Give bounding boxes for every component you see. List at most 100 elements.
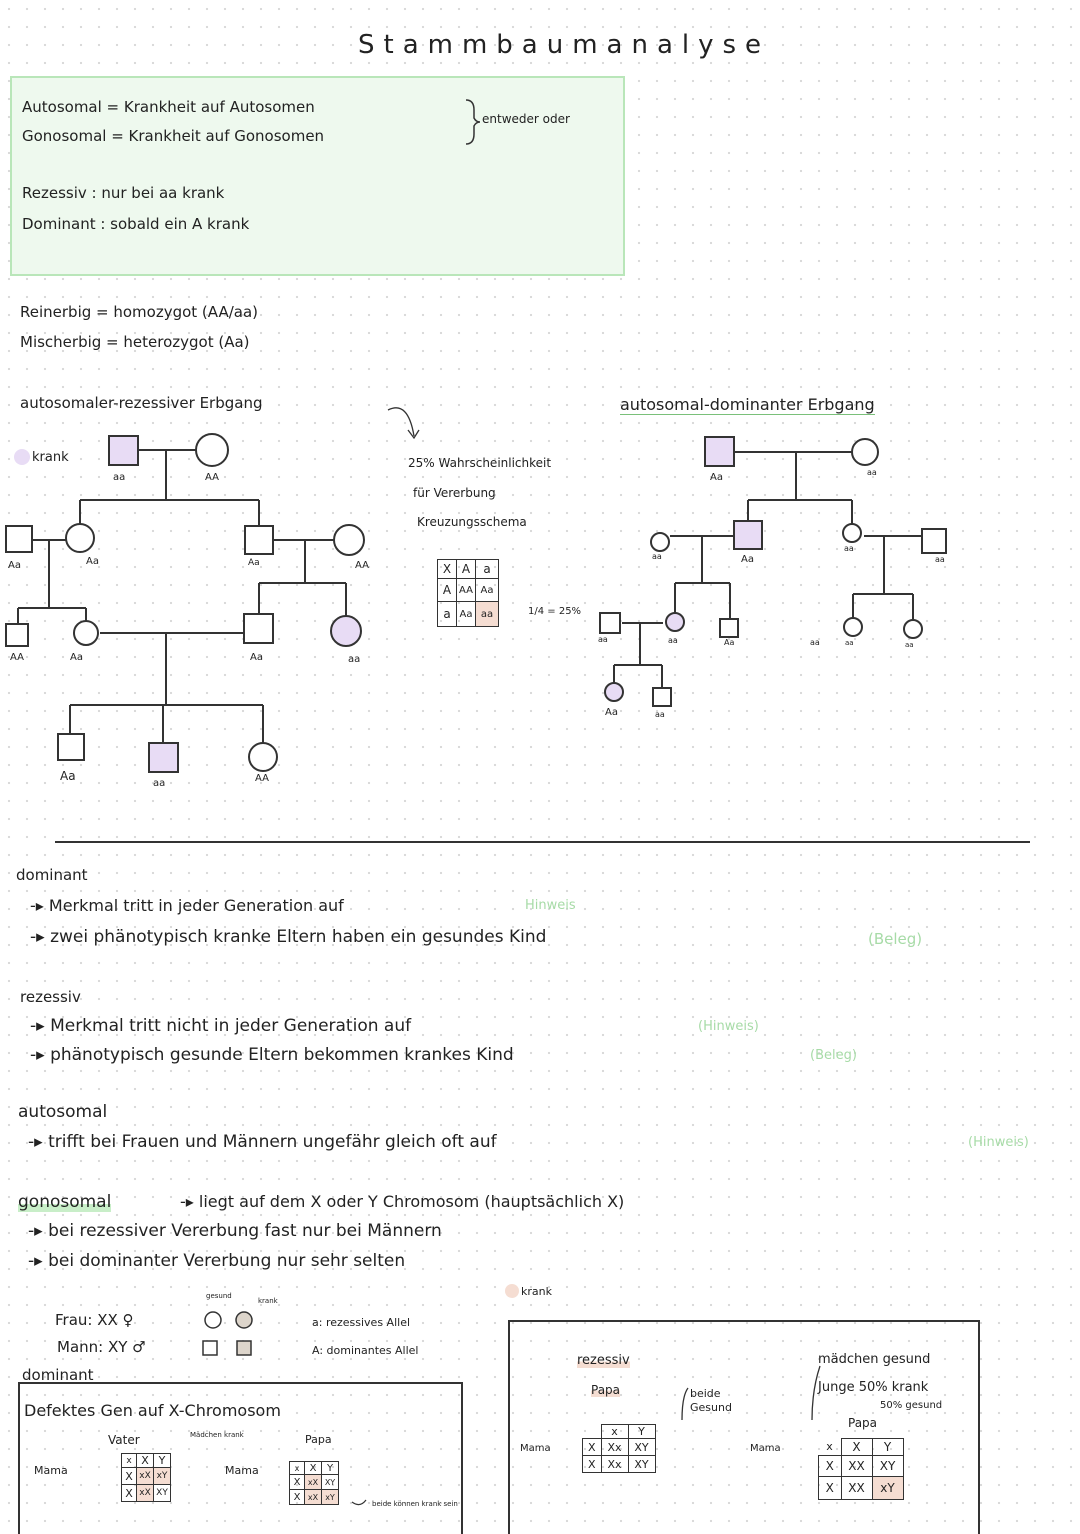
grid-cell: X <box>304 1461 322 1475</box>
punnett-cell: a <box>475 559 499 579</box>
symbol-gesund: gesund <box>206 1292 232 1300</box>
prob-line2: für Vererbung <box>413 486 496 500</box>
punnett-cell: AA <box>456 578 476 602</box>
heading-dominant-pedigree: autosomal-dominanter Erbgang <box>620 395 875 415</box>
notes-autosomal-title: autosomal <box>18 1102 108 1122</box>
grid-cell: x <box>121 1453 137 1468</box>
grid-cell: xX <box>136 1484 154 1502</box>
grid-cell: Xx <box>600 1438 629 1456</box>
notes-dominant-1-hint: Hinweis <box>525 898 576 913</box>
grid-cell: xY <box>321 1489 339 1505</box>
heading-recessive-pedigree: autosomaler-rezessiver Erbgang <box>20 394 263 412</box>
dom-label-14: aa <box>810 638 820 647</box>
dom-label-11: aa <box>905 641 914 649</box>
grid-cell: XY <box>627 1455 656 1473</box>
grid-cell: Y <box>321 1461 339 1475</box>
notes-gonosomal-0: -▸ liegt auf dem X oder Y Chromosom (hau… <box>180 1192 625 1211</box>
box-dominant-beide: beide können krank sein <box>372 1500 458 1508</box>
def-gonosomal: Gonosomal = Krankheit auf Gonosomen <box>22 127 325 145</box>
box-dominant <box>18 1382 463 1534</box>
dom-label-5: aa <box>844 544 854 553</box>
notes-gonosomal-1: -▸ bei rezessiver Vererbung fast nur bei… <box>28 1221 442 1241</box>
grid-cell: xY <box>153 1467 171 1485</box>
box-recessive <box>508 1320 980 1534</box>
allele-recessive: a: rezessives Allel <box>312 1316 411 1329</box>
punnett-cell: A <box>456 559 476 579</box>
rec-label-9: Aa <box>250 652 263 663</box>
affected-legend-dot <box>14 449 30 465</box>
dom-label-9: Aa <box>724 638 735 647</box>
prob-line3: Kreuzungsschema <box>417 515 527 529</box>
grid-cell: X <box>582 1455 602 1473</box>
grid-cell: xX <box>136 1467 154 1485</box>
grid-cell: XY <box>627 1438 656 1456</box>
box-recessive-beide: beide Gesund <box>690 1387 732 1414</box>
grid-cell: Y <box>627 1424 656 1439</box>
box-dominant-mama2: Mama <box>225 1464 259 1477</box>
grid-cell: X <box>289 1474 305 1490</box>
grid-cell: XY <box>871 1454 904 1477</box>
legend-krank-label: krank <box>32 450 69 465</box>
grid-cell <box>582 1424 602 1439</box>
grid-cell: x <box>600 1424 629 1439</box>
box-recessive-maedchen: mädchen gesund <box>818 1352 931 1367</box>
rec-label-5: Aa <box>248 558 260 568</box>
page-title: Stammbaumanalyse <box>358 30 771 60</box>
notes-dominant-2: -▸ zwei phänotypisch kranke Eltern haben… <box>30 927 547 947</box>
punnett-cell: A <box>437 578 457 602</box>
notes-recessive-2-hint: (Beleg) <box>810 1048 857 1063</box>
dom-label-13: Aa <box>605 707 618 718</box>
notes-recessive-2: -▸ phänotypisch gesunde Eltern bekommen … <box>30 1045 514 1065</box>
rec-label-6: AA <box>355 560 369 571</box>
rec-label-11: Aa <box>60 769 76 783</box>
box-dominant-mama1: Mama <box>34 1464 68 1477</box>
dom-label-6: aa <box>935 555 945 564</box>
box-dominant-papa: Papa <box>305 1433 332 1446</box>
dom-label-1: Aa <box>710 472 723 483</box>
term-mischerbig: Mischerbig = heterozygot (Aa) <box>20 333 250 351</box>
allele-dominant: A: dominantes Allel <box>312 1344 419 1357</box>
grid-cell: X <box>818 1454 842 1477</box>
notes-dominant-title: dominant <box>16 866 88 884</box>
dom-label-2: aa <box>867 468 877 477</box>
box-dominant-maedchen: Mädchen krank <box>190 1431 244 1439</box>
box-recessive-mama1: Mama <box>520 1443 551 1454</box>
rec-label-1: aa <box>113 472 126 483</box>
krank-legend-label: krank <box>521 1285 552 1298</box>
grid-cell: X <box>840 1438 873 1456</box>
dom-label-3: aa <box>652 552 662 561</box>
notes-autosomal-1-hint: (Hinweis) <box>968 1135 1029 1150</box>
grid-cell: X <box>121 1467 137 1485</box>
notes-gonosomal-title: gonosomal <box>18 1192 112 1212</box>
box-dominant-label: dominant <box>22 1366 94 1384</box>
def-recessive: Rezessiv : nur bei aa krank <box>22 184 225 202</box>
grid-cell-affected: xY <box>871 1475 904 1500</box>
grid-cell: XY <box>321 1474 339 1490</box>
grid-cell: X <box>582 1438 602 1456</box>
rec-label-8: Aa <box>70 652 83 663</box>
box-recessive-label: rezessiv <box>577 1353 630 1368</box>
dom-label-7: aa <box>598 635 608 644</box>
notes-recessive-1: -▸ Merkmal tritt nicht in jeder Generati… <box>30 1016 412 1036</box>
rec-label-3: Aa <box>8 560 21 571</box>
prob-line1: 25% Wahrscheinlichkeit <box>408 456 552 470</box>
notes-recessive-1-hint: (Hinweis) <box>698 1019 759 1034</box>
grid-cell: XY <box>153 1484 171 1502</box>
grid-cell: xX <box>304 1489 322 1505</box>
grid-cell: X <box>121 1484 137 1502</box>
term-reinerbig: Reinerbig = homozygot (AA/aa) <box>20 303 259 321</box>
box-dominant-vater: Vater <box>108 1433 140 1447</box>
grid-cell: x <box>289 1461 305 1475</box>
def-autosomal: Autosomal = Krankheit auf Autosomen <box>22 98 315 116</box>
definitions-box <box>10 76 625 276</box>
box-recessive-papa1: Papa <box>591 1383 621 1397</box>
punnett-cell-affected: aa <box>475 601 499 627</box>
notes-gonosomal-2: -▸ bei dominanter Vererbung nur sehr sel… <box>28 1251 406 1271</box>
symbol-mann: Mann: XY ♂ <box>57 1338 146 1356</box>
grid-cell: x <box>818 1438 842 1456</box>
